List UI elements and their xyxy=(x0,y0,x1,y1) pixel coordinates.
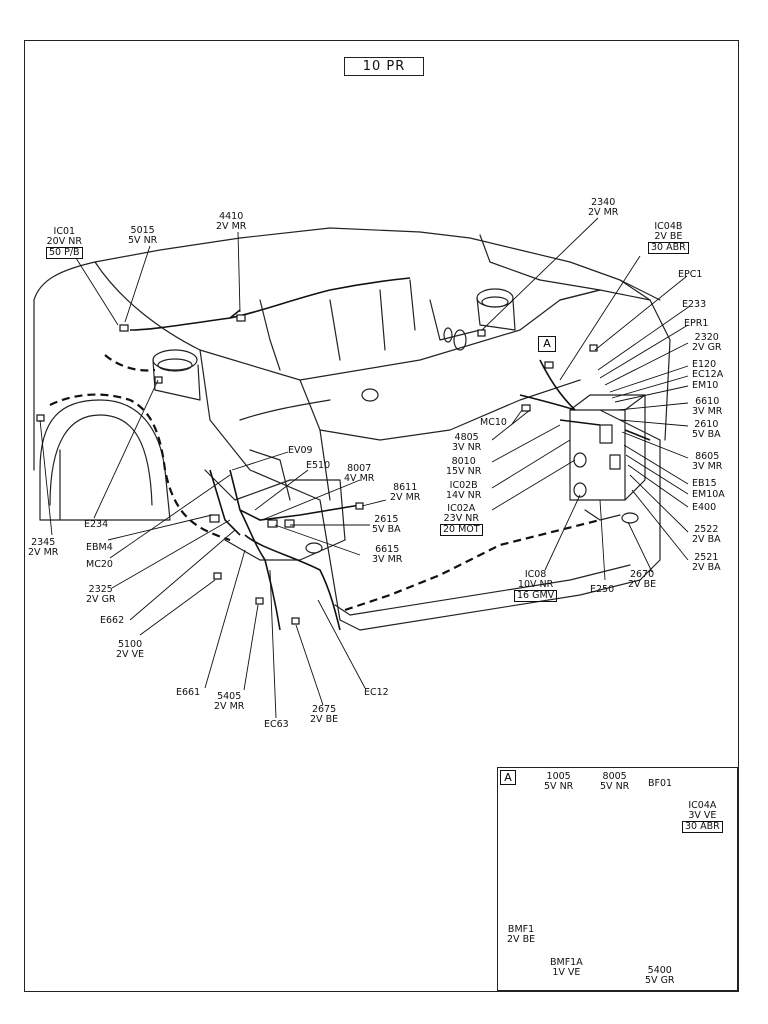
label-e233: E233 xyxy=(682,299,707,310)
label-e400: E400 xyxy=(692,502,717,513)
page-title: 10 PR xyxy=(344,57,424,76)
label-e250: E250 xyxy=(590,584,615,595)
label-ev09: EV09 xyxy=(288,445,313,456)
front-crossmember xyxy=(339,439,661,631)
label-e510: E510 xyxy=(306,460,331,471)
inset-detail-a xyxy=(497,767,738,991)
inset-callout-a: A xyxy=(538,336,556,352)
inset-tag: A xyxy=(500,770,516,785)
label-e661: E661 xyxy=(176,687,201,698)
fender-outline xyxy=(33,227,421,301)
label-em10a: EM10A xyxy=(692,489,725,500)
label-e662: E662 xyxy=(100,615,125,626)
label-mc10: MC10 xyxy=(480,417,507,428)
label-ec12a: EC12A xyxy=(692,369,724,380)
harness-left xyxy=(49,393,231,542)
label-e234: E234 xyxy=(84,519,109,530)
label-e120: E120 xyxy=(692,359,717,370)
label-ebm4: EBM4 xyxy=(86,542,113,553)
harness-upper xyxy=(129,277,411,331)
label-mc20: MC20 xyxy=(86,559,113,570)
label-eb15: EB15 xyxy=(692,478,717,489)
label-epr1: EPR1 xyxy=(684,318,709,329)
inset-label-bf01: BF01 xyxy=(648,778,673,789)
harness-front xyxy=(344,518,601,612)
label-ec12: EC12 xyxy=(364,687,389,698)
wheel-arch xyxy=(39,399,171,521)
label-ec63: EC63 xyxy=(264,719,289,730)
label-em10: EM10 xyxy=(692,380,719,391)
firewall xyxy=(94,261,601,381)
label-epc1: EPC1 xyxy=(678,269,703,280)
